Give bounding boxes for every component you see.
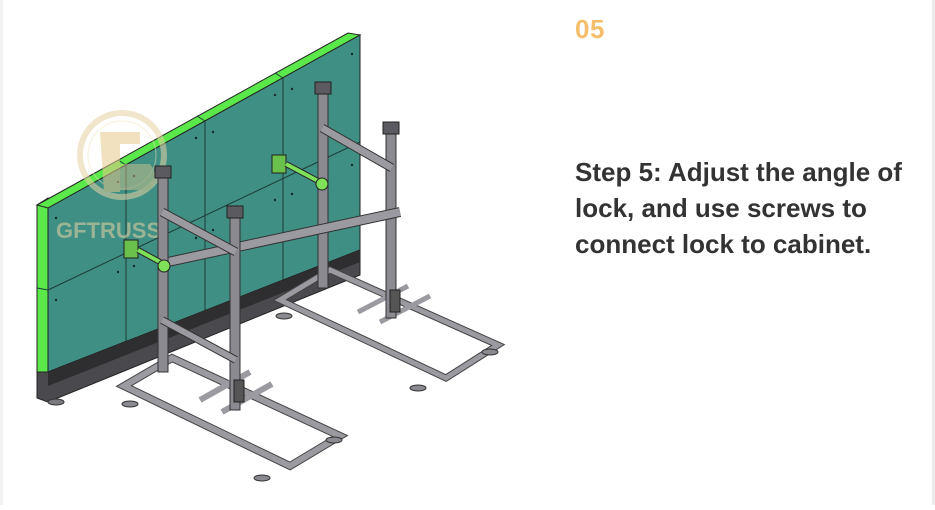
svg-text:GFTRUSS: GFTRUSS bbox=[56, 218, 161, 243]
front-stand-frame bbox=[115, 165, 401, 482]
step-number: 05 bbox=[575, 14, 605, 44]
rear-stand-frame bbox=[271, 81, 506, 392]
left-edge-divider bbox=[0, 0, 3, 505]
step-description: Step 5: Adjust the angle of lock, and us… bbox=[575, 157, 902, 259]
assembly-illustration: GFTRUSS bbox=[35, 32, 506, 482]
gftruss-watermark: GFTRUSS bbox=[56, 110, 167, 243]
scrollbar-track[interactable] bbox=[932, 0, 935, 505]
cross-tube bbox=[166, 207, 402, 267]
